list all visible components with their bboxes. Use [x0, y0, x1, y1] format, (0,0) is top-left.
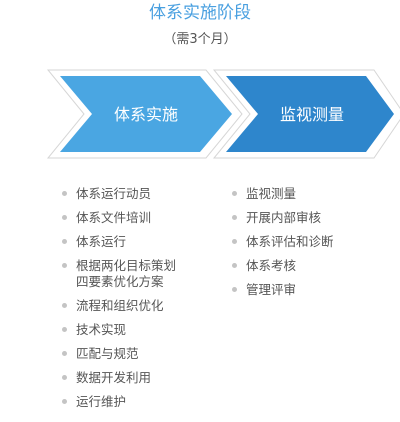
list-item: 匹配与规范	[62, 346, 176, 362]
bullet-icon	[62, 215, 67, 220]
bullet-icon	[62, 303, 67, 308]
list-item-label: 管理评审	[246, 282, 297, 297]
list-item-label: 体系评估和诊断	[246, 234, 334, 249]
list-item: 体系考核	[232, 258, 334, 274]
bullet-icon	[62, 263, 67, 268]
list-item-label: 数据开发利用	[76, 370, 152, 385]
list-item: 数据开发利用	[62, 370, 176, 386]
list-item-label: 体系运行	[76, 234, 127, 249]
stage-2-label: 监视测量	[280, 105, 344, 124]
list-item: 监视测量	[232, 186, 334, 202]
list-item-label: 体系运行动员	[76, 186, 152, 201]
list-item: 体系文件培训	[62, 210, 176, 226]
stage-2-shape	[226, 76, 394, 152]
list-item: 根据两化目标策划四要素优化方案	[62, 258, 176, 290]
list-item: 运行维护	[62, 394, 176, 410]
bullet-icon	[232, 263, 237, 268]
bullet-icon	[62, 191, 67, 196]
list-item-label: 体系考核	[246, 258, 297, 273]
stage-1-label: 体系实施	[114, 105, 178, 124]
implementation-tasks-list: 体系运行动员 体系文件培训 体系运行 根据两化目标策划四要素优化方案 流程和组织…	[62, 186, 176, 418]
list-item-label: 流程和组织优化	[76, 298, 164, 313]
list-item-label: 体系文件培训	[76, 210, 152, 225]
list-item: 流程和组织优化	[62, 298, 176, 314]
bullet-icon	[62, 399, 67, 404]
bullet-icon	[62, 327, 67, 332]
bullet-icon	[62, 375, 67, 380]
list-item-label: 技术实现	[76, 322, 127, 337]
diagram-title: 体系实施阶段	[149, 3, 251, 23]
list-item: 开展内部审核	[232, 210, 334, 226]
bullet-icon	[62, 239, 67, 244]
list-item-label: 运行维护	[76, 394, 127, 409]
list-item-label: 监视测量	[246, 186, 297, 201]
diagram-subtitle: （需3个月）	[163, 32, 237, 47]
list-item: 体系评估和诊断	[232, 234, 334, 250]
bullet-icon	[232, 215, 237, 220]
list-item-label: 根据两化目标策划四要素优化方案	[76, 258, 177, 289]
bullet-icon	[232, 287, 237, 292]
stage-1-shape	[60, 76, 232, 152]
list-item: 技术实现	[62, 322, 176, 338]
bullet-icon	[62, 351, 67, 356]
monitoring-tasks-list: 监视测量 开展内部审核 体系评估和诊断 体系考核 管理评审	[232, 186, 334, 306]
bullet-icon	[232, 191, 237, 196]
list-item: 体系运行	[62, 234, 176, 250]
list-item: 体系运行动员	[62, 186, 176, 202]
list-item-label: 匹配与规范	[76, 346, 139, 361]
list-item: 管理评审	[232, 282, 334, 298]
list-item-label: 开展内部审核	[246, 210, 322, 225]
bullet-icon	[232, 239, 237, 244]
